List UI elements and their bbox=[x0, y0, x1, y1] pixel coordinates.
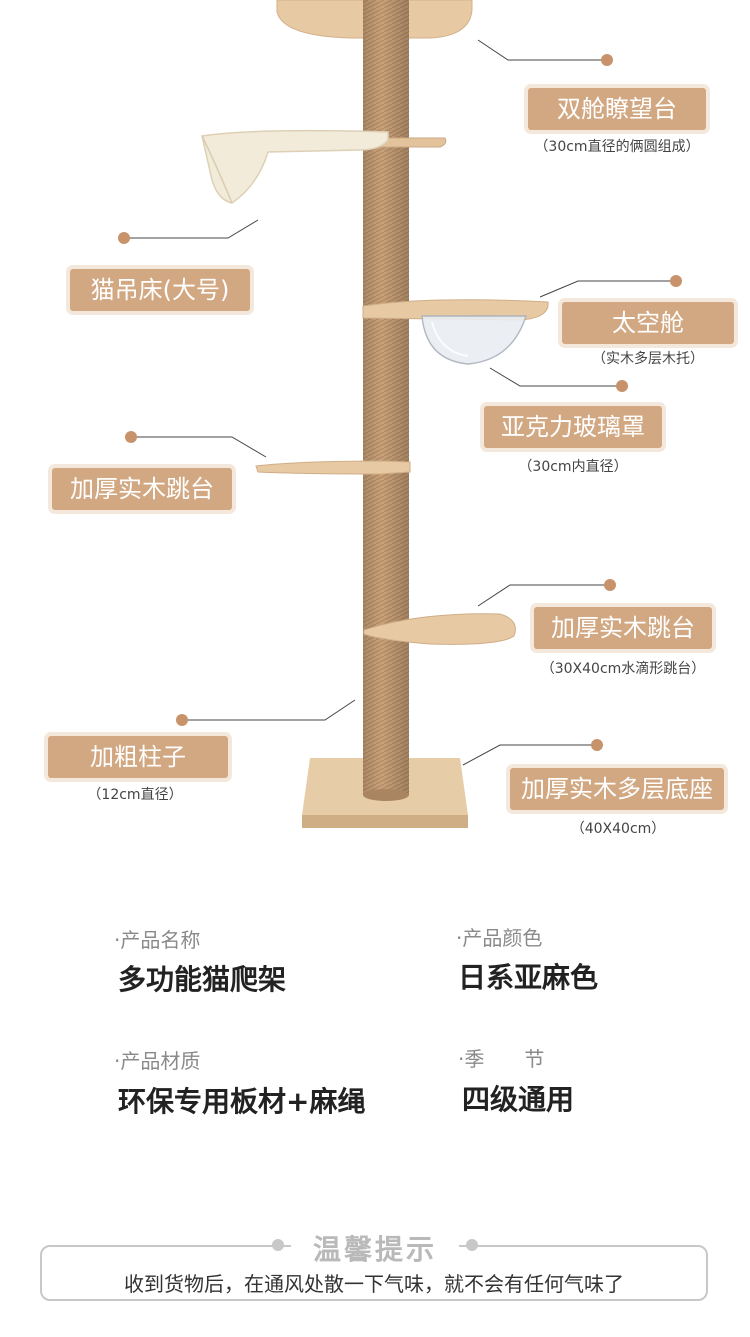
tip-title-text: 温馨提示 bbox=[290, 1233, 459, 1266]
cat-tree-illustration bbox=[118, 0, 682, 828]
leader-dots bbox=[118, 54, 682, 751]
tip-dot-right bbox=[466, 1239, 478, 1251]
tip-text: 收到货物后，在通风处散一下气味，就不会有任何气味了 bbox=[124, 1272, 624, 1296]
callout-thick-pillar: 加粗柱子 bbox=[48, 736, 228, 778]
callout-thick-pillar-sub: （12cm直径） bbox=[87, 787, 183, 803]
tip-title: 温馨提示 bbox=[0, 1228, 750, 1268]
leader-lines bbox=[124, 39, 676, 766]
info-season-value: 四级通用 bbox=[462, 1083, 575, 1116]
info-name-title: ·产品名称 bbox=[114, 928, 201, 952]
callout-thick-platform-right-sub: （30X40cm水滴形跳台） bbox=[540, 661, 706, 677]
product-diagram: 双舱瞭望台 （30cm直径的俩圆组成） 猫吊床(大号) 太空舱 （实木多层木托）… bbox=[48, 0, 734, 837]
left-jump-platform bbox=[255, 460, 411, 475]
callout-dual-cabin: 双舱瞭望台 bbox=[528, 88, 706, 130]
callout-acrylic-cover-sub: （30cm内直径） bbox=[518, 459, 628, 475]
callout-base: 加厚实木多层底座 bbox=[510, 768, 724, 810]
info-name-value: 多功能猫爬架 bbox=[118, 963, 287, 996]
callout-space-capsule-sub: （实木多层木托） bbox=[592, 351, 704, 367]
callout-base-sub: （40X40cm） bbox=[570, 821, 666, 837]
callout-dual-cabin-sub: （30cm直径的俩圆组成） bbox=[534, 139, 700, 155]
callout-thick-platform-left: 加厚实木跳台 bbox=[52, 468, 232, 510]
scratching-pole bbox=[363, 0, 409, 801]
hammock-platform bbox=[201, 129, 447, 204]
right-teardrop-platform bbox=[363, 613, 516, 645]
info-color-value: 日系亚麻色 bbox=[458, 961, 599, 994]
tip-dot-left bbox=[272, 1239, 284, 1251]
info-material-title: ·产品材质 bbox=[114, 1049, 201, 1073]
info-season-title: ·季 节 bbox=[458, 1047, 545, 1071]
callout-thick-platform-right: 加厚实木跳台 bbox=[534, 607, 712, 649]
callout-acrylic-cover: 亚克力玻璃罩 bbox=[484, 406, 662, 448]
space-capsule-platform bbox=[362, 299, 549, 365]
callout-space-capsule: 太空舱 bbox=[562, 302, 734, 344]
info-color-title: ·产品颜色 bbox=[456, 926, 543, 950]
callout-hammock: 猫吊床(大号) bbox=[70, 269, 250, 311]
info-material-value: 环保专用板材+麻绳 bbox=[118, 1085, 366, 1118]
